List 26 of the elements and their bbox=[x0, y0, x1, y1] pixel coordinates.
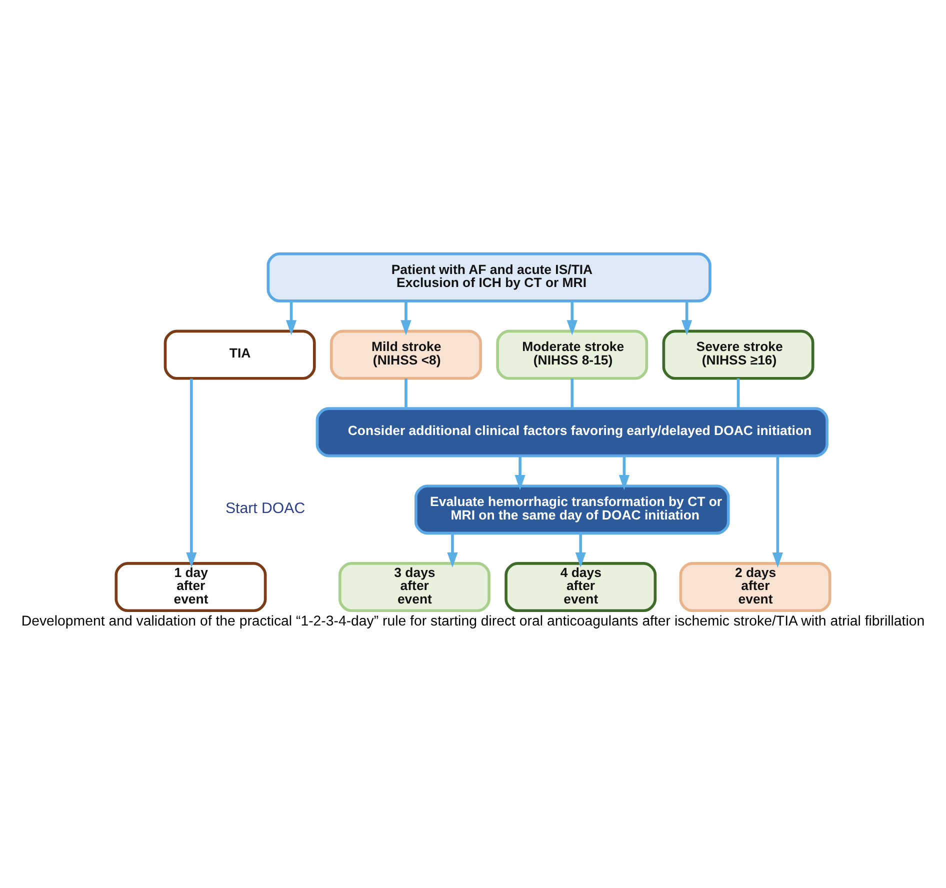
arrow bbox=[682, 301, 692, 336]
arrow bbox=[286, 301, 297, 336]
node-box: Severe stroke (NIHSS ≥16) bbox=[662, 330, 814, 380]
connector bbox=[404, 378, 408, 408]
arrow bbox=[186, 378, 197, 568]
arrow bbox=[447, 533, 458, 568]
connector bbox=[736, 378, 740, 408]
arrow bbox=[400, 301, 412, 336]
node-box: 4 days after event bbox=[504, 562, 657, 612]
arrow bbox=[514, 456, 526, 490]
arrow bbox=[566, 301, 578, 336]
node-box: Mild stroke (NIHSS <8) bbox=[330, 330, 482, 380]
node-box: Evaluate hemorrhagic transformation by CT or MRI on the same day of DOAC initiation bbox=[414, 484, 730, 535]
node-box: Consider additional clinical factors favoring early/delayed DOAC initiation bbox=[316, 407, 828, 458]
node-box: 3 days after event bbox=[338, 562, 490, 612]
node-box: Patient with AF and acute IS/TIA Exclusion of ICH by CT or MRI bbox=[266, 252, 712, 302]
caption: Development and validation of the practical “1-2-3-4-day” rule for starting direct oral anticoagulants after ischemic stroke/TIA with atrial fibrillation bbox=[21, 614, 925, 630]
arrow bbox=[772, 456, 783, 568]
node-box: TIA bbox=[164, 330, 316, 380]
connector bbox=[570, 378, 574, 408]
arrow bbox=[618, 456, 630, 490]
node-box: Moderate stroke (NIHSS 8-15) bbox=[496, 330, 648, 380]
label: Start DOAC bbox=[225, 500, 306, 518]
node-box: 2 days after event bbox=[679, 562, 832, 612]
arrow bbox=[575, 533, 586, 568]
node-box: 1 day after event bbox=[114, 562, 267, 612]
